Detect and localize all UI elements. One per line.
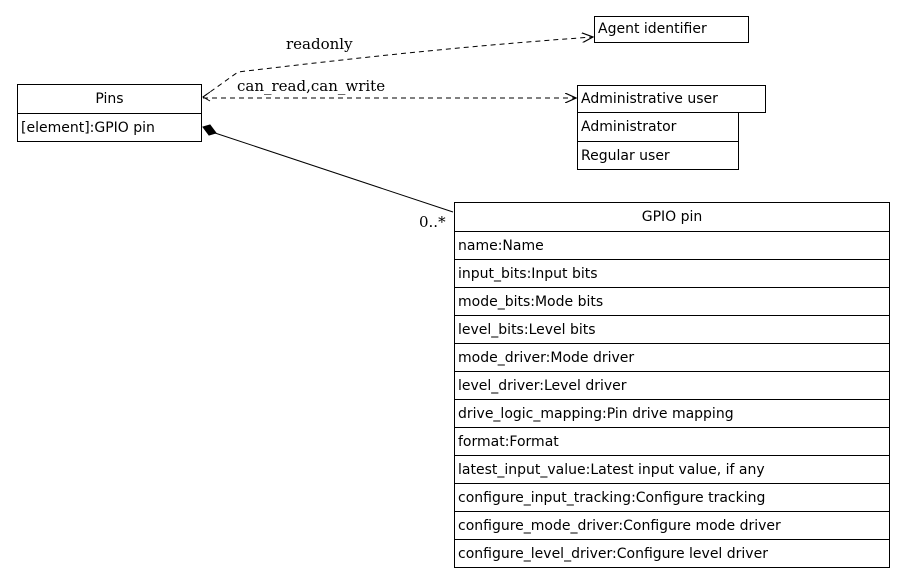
edge-readonly-tail-icon — [202, 91, 211, 102]
multiplicity-label: 0..* — [419, 213, 446, 231]
node-gpio-attribute: latest_input_value:Latest input value, i… — [455, 455, 889, 483]
edge-composition — [214, 132, 454, 213]
node-gpio-attribute: mode_driver:Mode driver — [455, 343, 889, 371]
edge-label-readonly: readonly — [286, 35, 353, 53]
node-gpio-attribute: level_driver:Level driver — [455, 371, 889, 399]
node-gpio-title: GPIO pin — [641, 209, 703, 225]
node-gpio-attribute: configure_input_tracking:Configure track… — [455, 483, 889, 511]
node-admin-subtype: Administrator — [581, 119, 677, 135]
node-gpio-attribute: mode_bits:Mode bits — [455, 287, 889, 315]
node-gpio-attribute: name:Name — [455, 231, 889, 259]
node-gpio-attribute: format:Format — [455, 427, 889, 455]
node-gpio-attribute: drive_logic_mapping:Pin drive mapping — [455, 399, 889, 427]
node-gpio-pin: GPIO pin name:Name input_bits:Input bits… — [454, 202, 890, 568]
edge-readonly — [202, 37, 593, 98]
node-pins-title: Pins — [95, 91, 124, 107]
node-agent-title: Agent identifier — [598, 21, 707, 37]
node-gpio-attribute: input_bits:Input bits — [455, 259, 889, 287]
node-admin-title: Administrative user — [581, 91, 718, 107]
node-pins-row: [element]:GPIO pin — [18, 113, 201, 141]
node-gpio-attribute: level_bits:Level bits — [455, 315, 889, 343]
node-gpio-attribute: configure_mode_driver:Configure mode dri… — [455, 511, 889, 539]
edge-label-can-read-write: can_read,can_write — [237, 77, 386, 95]
node-pins: Pins [element]:GPIO pin — [17, 84, 202, 142]
composition-diamond-icon — [202, 124, 217, 136]
node-administrative-user: Administrative user — [577, 85, 766, 113]
node-admin-subtype: Regular user — [578, 141, 738, 169]
node-admin-subtypes: Administrator Regular user — [577, 112, 739, 170]
node-agent-identifier: Agent identifier — [594, 16, 749, 43]
node-gpio-attribute: configure_level_driver:Configure level d… — [455, 539, 889, 567]
